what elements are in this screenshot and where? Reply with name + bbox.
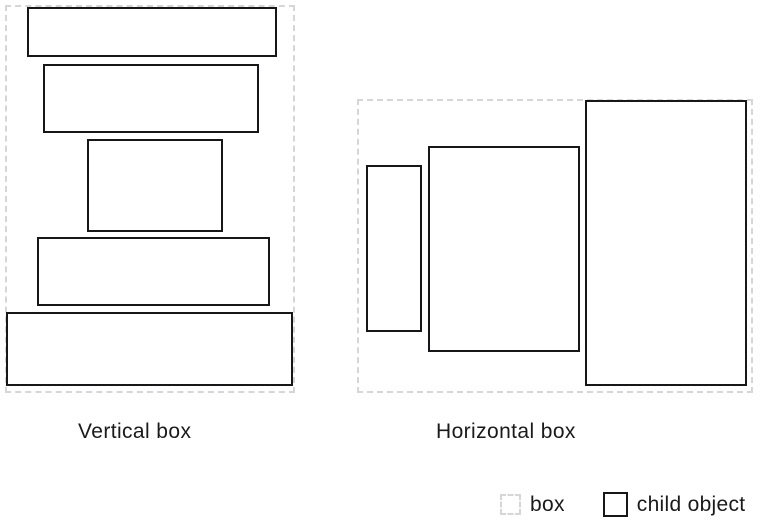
vertical-box-child-1 <box>27 7 277 57</box>
horizontal-box-child-3 <box>585 100 747 386</box>
vertical-box-child-5 <box>6 312 293 386</box>
horizontal-box-child-1 <box>366 165 422 332</box>
horizontal-box-caption: Horizontal box <box>436 420 576 443</box>
vertical-box-child-2 <box>43 64 259 133</box>
vertical-box-caption: Vertical box <box>78 420 192 443</box>
horizontal-box-container <box>357 99 753 393</box>
horizontal-box-child-2 <box>428 146 580 352</box>
vertical-box-child-3 <box>87 139 223 232</box>
vertical-box-container <box>5 5 295 393</box>
vertical-box-child-4 <box>37 237 270 306</box>
dashed-box-swatch-icon <box>500 494 521 515</box>
legend-item-child-object: child object <box>602 492 746 517</box>
legend: box child object <box>500 492 745 517</box>
legend-label-box: box <box>530 493 565 516</box>
solid-box-swatch-icon <box>602 492 628 517</box>
legend-label-child-object: child object <box>636 493 746 516</box>
legend-item-box: box <box>500 494 565 515</box>
